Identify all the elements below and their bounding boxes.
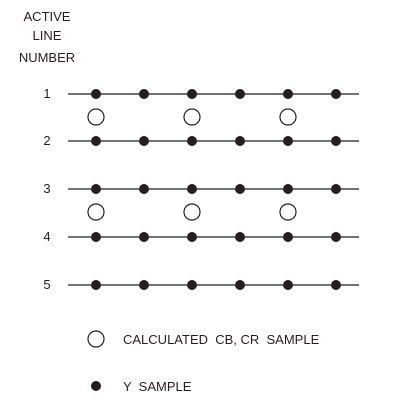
heading-line-2: LINE	[33, 28, 62, 43]
heading: ACTIVE LINE NUMBER	[19, 9, 75, 65]
y-sample-dot	[139, 232, 149, 242]
y-sample-dot	[235, 184, 245, 194]
chroma-sample-circle	[87, 203, 105, 221]
legend-chroma-symbol	[87, 330, 105, 348]
chroma-sample-circle	[279, 108, 297, 126]
y-sample-dot	[91, 280, 101, 290]
y-sample-dot	[235, 136, 245, 146]
y-sample-dot	[187, 184, 197, 194]
y-sample-dot	[331, 184, 341, 194]
y-sample-dot	[187, 136, 197, 146]
y-sample-dot	[283, 184, 293, 194]
y-sample-dot	[283, 89, 293, 99]
line-number: 4	[43, 229, 50, 244]
legend-luma-symbol	[91, 381, 101, 391]
y-sample-dot	[283, 232, 293, 242]
line-row-4: 4	[43, 229, 359, 244]
legend: CALCULATED CB, CR SAMPLE Y SAMPLE	[87, 330, 320, 394]
y-sample-dot	[139, 280, 149, 290]
chroma-sample-circle	[183, 108, 201, 126]
y-sample-dot	[91, 232, 101, 242]
y-sample-dot	[331, 280, 341, 290]
y-sample-dot	[235, 232, 245, 242]
y-sample-dot	[331, 89, 341, 99]
chroma-sample-circle	[183, 203, 201, 221]
y-sample-dot	[91, 136, 101, 146]
chroma-sample-circle	[87, 108, 105, 126]
y-sample-dot	[235, 280, 245, 290]
y-sample-dot	[91, 184, 101, 194]
y-sample-dot	[187, 89, 197, 99]
y-sample-dot	[139, 184, 149, 194]
line-row-2: 2	[43, 133, 359, 148]
line-number: 2	[43, 133, 50, 148]
legend-luma-label: Y SAMPLE	[123, 379, 192, 394]
y-sample-dot	[331, 232, 341, 242]
line-number: 5	[43, 277, 50, 292]
y-sample-dot	[187, 280, 197, 290]
y-sample-dot	[283, 136, 293, 146]
heading-line-1: ACTIVE	[24, 9, 71, 24]
legend-chroma-label: CALCULATED CB, CR SAMPLE	[123, 332, 320, 347]
line-number: 1	[43, 86, 50, 101]
y-sample-dot	[187, 232, 197, 242]
y-sample-dot	[91, 89, 101, 99]
line-row-3: 3	[43, 181, 359, 221]
y-sample-dot	[139, 136, 149, 146]
sample-rows: 1 2 3 4 5	[43, 86, 359, 292]
y-sample-dot	[331, 136, 341, 146]
line-row-1: 1	[43, 86, 359, 126]
chroma-sample-circle	[279, 203, 297, 221]
line-row-5: 5	[43, 277, 359, 292]
y-sample-dot	[283, 280, 293, 290]
y-sample-dot	[235, 89, 245, 99]
y-sample-dot	[139, 89, 149, 99]
line-number: 3	[43, 181, 50, 196]
heading-line-3: NUMBER	[19, 50, 75, 65]
